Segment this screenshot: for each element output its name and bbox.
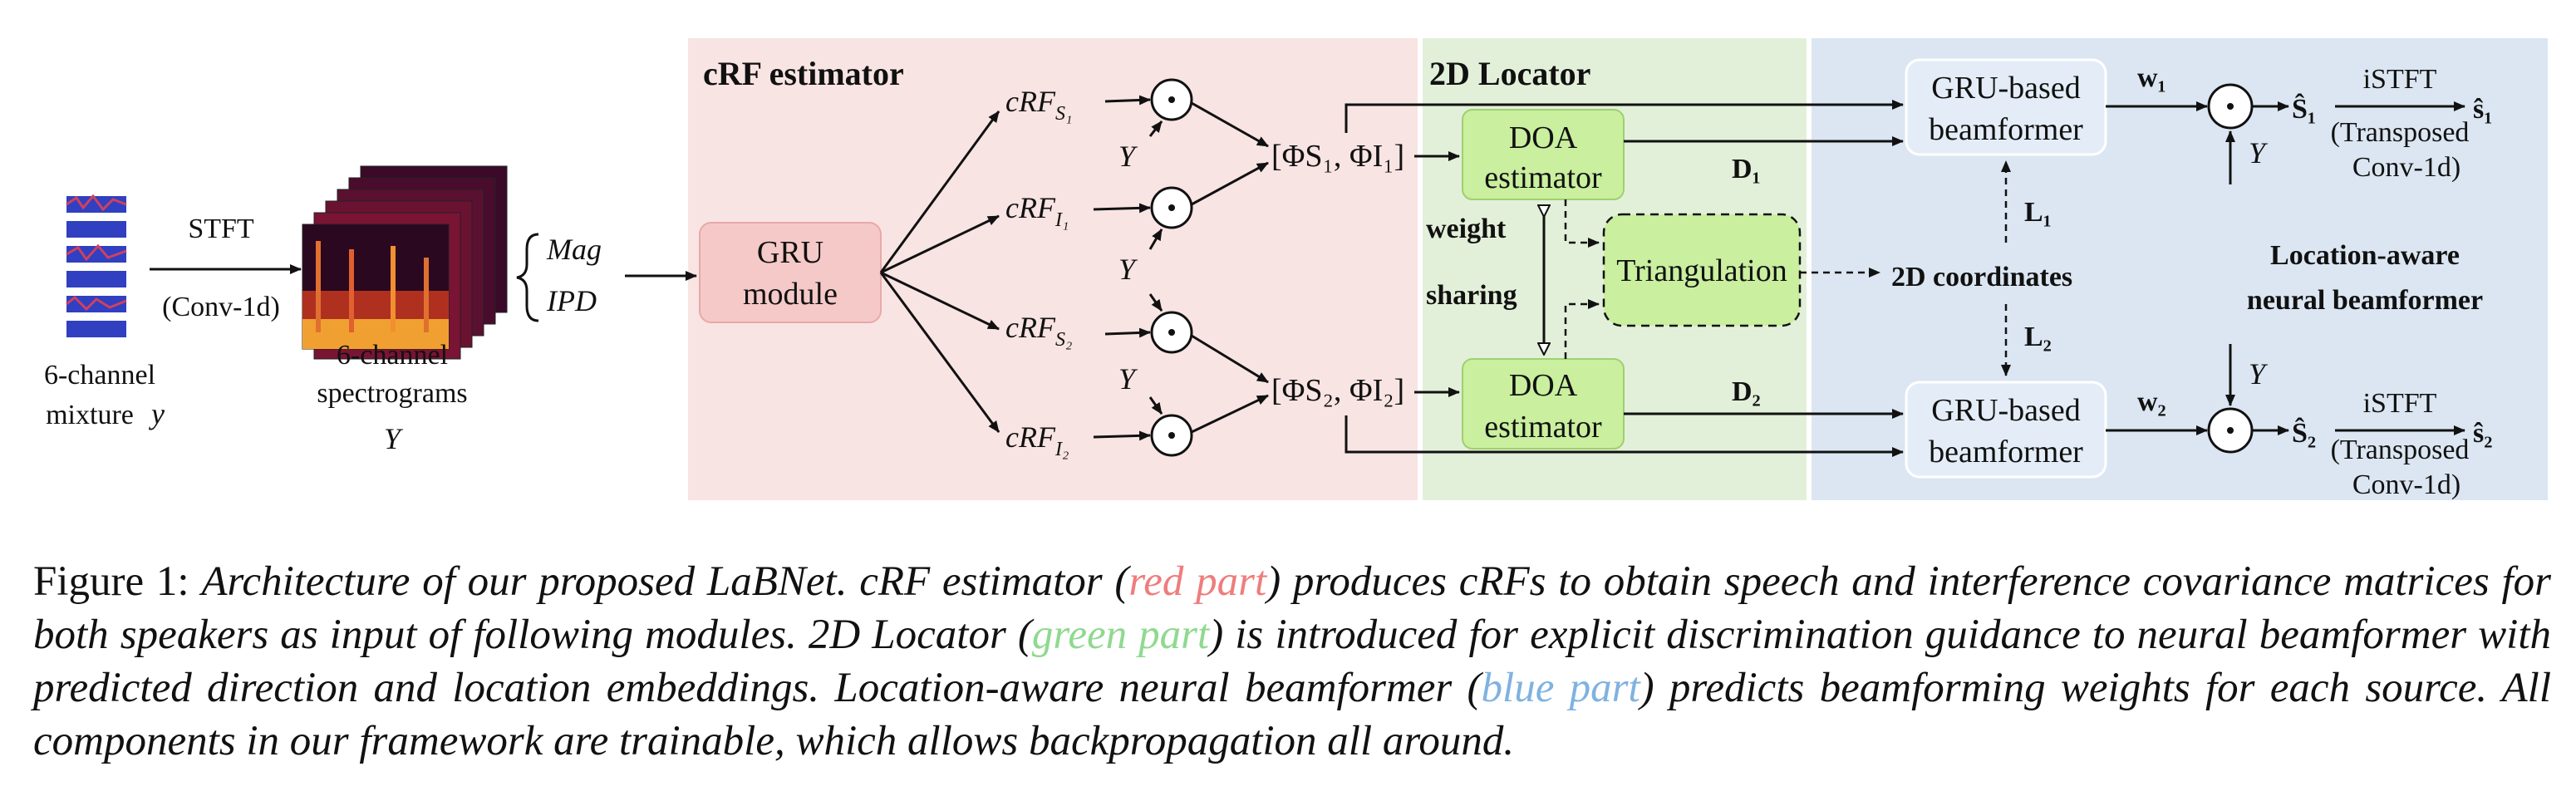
mixture-waveform-icon — [66, 194, 127, 337]
gru-module-label-2: module — [743, 277, 838, 312]
bf2-label-2: beamformer — [1929, 435, 2083, 469]
istft2-label: iSTFT — [2363, 388, 2437, 419]
y-bottom-label: Y — [2249, 357, 2269, 391]
doa2-label-2: estimator — [1484, 410, 1602, 445]
w2-label: w₂ — [2137, 386, 2166, 417]
doa2-label-1: DOA — [1509, 368, 1578, 403]
l2-label: L₂ — [2024, 322, 2052, 352]
locator-section-title: 2D Locator — [1429, 55, 1590, 92]
output-2-label: ŝ₂ — [2473, 418, 2492, 449]
y-top-label: Y — [2249, 136, 2269, 170]
figure-caption: Figure 1: Architecture of our proposed L… — [33, 555, 2551, 768]
istft1-label: iSTFT — [2363, 64, 2437, 95]
shat1-label: Ŝ₁ — [2292, 93, 2316, 125]
architecture-diagram: 6-channel mixture y STFT (Conv-1d) 6-cha… — [44, 38, 2548, 500]
crf-s1-label: cRFS₁ — [1005, 85, 1072, 125]
multiply-dots — [1168, 96, 1175, 439]
y-label-2: Y — [1118, 253, 1138, 286]
crf-section-title: cRF estimator — [703, 55, 904, 92]
mixture-symbol: y — [149, 397, 165, 430]
shat2-label: Ŝ₂ — [2292, 417, 2316, 449]
phi1-to-beamformer-arrow — [1345, 100, 1904, 133]
stft-label: STFT — [188, 214, 254, 244]
caption-green-part: green part — [1031, 612, 1210, 658]
transposed1-label-1: (Transposed — [2331, 117, 2470, 148]
gru-module-label-1: GRU — [757, 235, 823, 270]
weight-label: weight — [1426, 214, 1507, 244]
caption-red-part: red part — [1128, 558, 1267, 605]
bf1-label-1: GRU-based — [1931, 71, 2080, 106]
mixture-label-2: mixture — [46, 400, 134, 430]
y-label-3: Y — [1118, 362, 1138, 396]
spec-label-2: spectrograms — [317, 378, 467, 409]
triangulation-label: Triangulation — [1616, 253, 1787, 288]
crf-i2-label: cRFI₂ — [1005, 420, 1069, 460]
transposed2-label-1: (Transposed — [2331, 435, 2470, 465]
ipd-label: IPD — [546, 284, 597, 317]
coordinates-label: 2D coordinates — [1891, 262, 2072, 292]
spec-symbol: Y — [384, 422, 404, 455]
caption-part-4: ) predicts beamforming weights for each … — [33, 665, 2551, 764]
caption-part-2: ) produces cRFs to obtain speech and int… — [33, 558, 2551, 658]
bf2-label-1: GRU-based — [1931, 393, 2080, 428]
doa-to-triangulation-dashed — [1564, 199, 1880, 359]
d2-label: D₂ — [1732, 376, 1761, 407]
stft-conv-label: (Conv-1d) — [162, 292, 280, 322]
doa1-label-1: DOA — [1509, 120, 1578, 155]
feature-brace — [516, 233, 539, 322]
doa-estimator-2-box — [1462, 358, 1625, 450]
sharing-label: sharing — [1426, 280, 1517, 311]
l1-label: L₁ — [2024, 197, 2052, 228]
caption-part-3: ) is introduced for explicit discriminat… — [33, 612, 2552, 711]
spec-label-1: 6-channel — [337, 340, 448, 371]
caption-part-1: Architecture of our proposed LaBNet. cRF… — [201, 558, 1129, 605]
w1-label: w₁ — [2137, 62, 2166, 93]
phi2-to-beamformer-arrow — [1345, 415, 1904, 457]
transposed2-label-2: Conv-1d) — [2352, 469, 2460, 500]
phi-1-label: [ΦS₁, ΦI₁] — [1271, 139, 1404, 174]
doa-estimator-1-box — [1462, 109, 1625, 200]
d1-label: D₁ — [1732, 154, 1761, 184]
spectrogram-icon — [302, 165, 508, 360]
mag-label: Mag — [546, 233, 602, 266]
beamformer-title-1: Location-aware — [2270, 240, 2460, 271]
crf-i1-label: cRFI₁ — [1005, 191, 1069, 231]
output-1-label: ŝ₁ — [2473, 94, 2492, 125]
doa1-label-2: estimator — [1484, 160, 1602, 195]
caption-blue-part: blue part — [1481, 665, 1640, 711]
phi-2-label: [ΦS₂, ΦI₂] — [1271, 373, 1404, 408]
mixture-label-1: 6-channel — [44, 360, 155, 391]
gru-output-arrows — [879, 111, 1000, 433]
transposed1-label-2: Conv-1d) — [2352, 152, 2460, 183]
caption-prefix: Figure 1: — [33, 558, 189, 605]
y-label-1: Y — [1118, 140, 1138, 173]
crf-to-multiply-arrows — [1093, 95, 1163, 441]
bf1-label-2: beamformer — [1929, 112, 2083, 147]
multiply-to-phi-arrows — [1191, 101, 1269, 434]
triangulation-box — [1602, 213, 1802, 327]
crf-s2-label: cRFS₂ — [1005, 311, 1072, 351]
beamformer-title-2: neural beamformer — [2247, 285, 2483, 316]
beamform-multiply-dots — [2227, 103, 2234, 434]
